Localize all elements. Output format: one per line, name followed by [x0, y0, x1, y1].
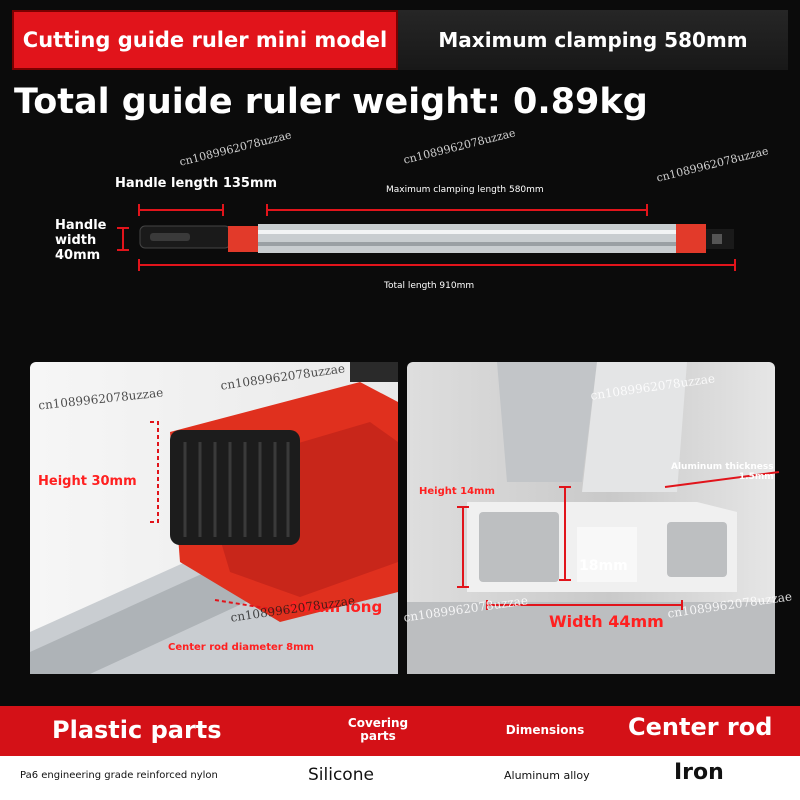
- dimensions-material-value: Aluminum alloy: [504, 769, 590, 782]
- plastic-material-value: Pa6 engineering grade reinforced nylon: [20, 770, 218, 781]
- total-length-label: Total length 910mm: [384, 281, 475, 291]
- plastic-parts-header: Plastic parts: [52, 716, 222, 744]
- total-length-dimension-line: [138, 259, 736, 271]
- handle-width-dimension-line: [117, 227, 129, 251]
- profile-width-label: Width 44mm: [549, 612, 664, 631]
- clamping-length-dimension-line: [266, 204, 648, 216]
- profile-dimension-lines: [457, 471, 780, 610]
- materials-header-bar: Plastic parts Covering parts Dimensions …: [0, 706, 800, 756]
- max-clamping-length-label: Maximum clamping length 580mm: [386, 185, 544, 195]
- center-rod-material-value: Iron: [674, 760, 724, 785]
- model-title: Cutting guide ruler mini model: [22, 28, 388, 52]
- aluminum-thickness-label: Aluminum thickness 1.5mm: [671, 462, 774, 482]
- materials-values-bar: Pa6 engineering grade reinforced nylon S…: [0, 756, 800, 800]
- weight-title: Total guide ruler weight: 0.89kg: [14, 82, 648, 122]
- aluminum-profile-illustration: [407, 362, 775, 674]
- handle-length-label: Handle length 135mm: [115, 176, 278, 191]
- end-cap-photo: Height 30mm 44mm long Center rod diamete…: [30, 361, 398, 674]
- cap-length-label: 44mm long: [288, 598, 383, 616]
- end-cap-dimension-lines: [150, 421, 291, 613]
- handle-length-dimension-line: [138, 204, 224, 216]
- center-rod-header: Center rod: [628, 713, 773, 741]
- center-rod-label: Center rod diameter 8mm: [168, 642, 314, 653]
- profile-inner-height-label: 18mm: [579, 558, 628, 574]
- covering-parts-header: Covering parts: [347, 716, 409, 743]
- end-cap-illustration: [30, 362, 398, 674]
- profile-height-label: Height 14mm: [419, 486, 495, 497]
- clamping-title: Maximum clamping 580mm: [438, 28, 748, 52]
- handle-width-label: Handle width 40mm: [55, 218, 107, 263]
- profile-photo: Aluminum thickness 1.5mm Height 14mm 18m…: [403, 362, 793, 674]
- cap-height-label: Height 30mm: [38, 474, 137, 489]
- ruler-body: [139, 224, 734, 253]
- ruler-diagram: [117, 204, 736, 271]
- clamping-title-banner: Maximum clamping 580mm: [398, 10, 788, 70]
- covering-material-value: Silicone: [308, 765, 374, 785]
- model-title-tab: Cutting guide ruler mini model: [12, 10, 398, 70]
- dimensions-header: Dimensions: [505, 723, 585, 737]
